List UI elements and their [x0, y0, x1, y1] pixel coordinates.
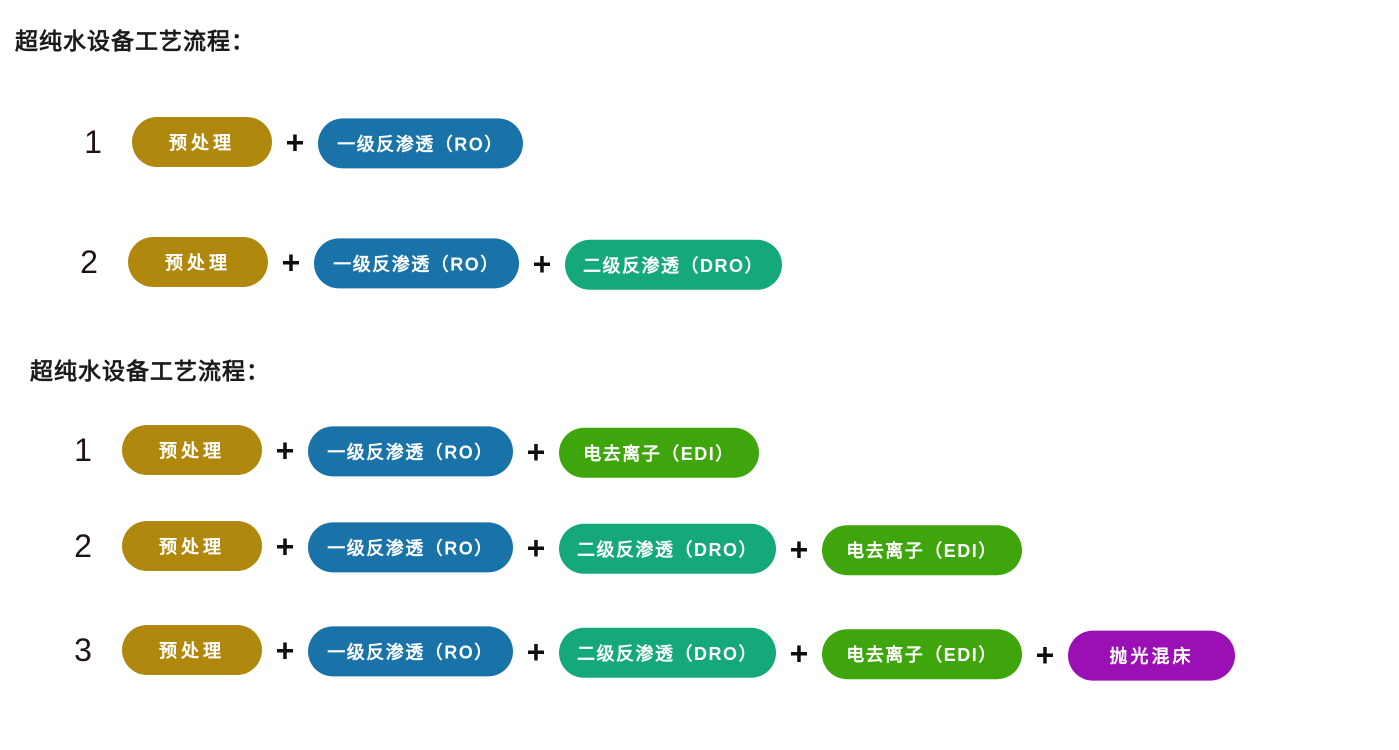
plus-operator: + [789, 635, 809, 672]
process-step-pill: 二级反渗透（DRO） [565, 239, 782, 290]
process-step-pill: 一级反渗透（RO） [308, 626, 513, 677]
section-title: 超纯水设备工艺流程： [15, 28, 255, 54]
process-step-pill: 二级反渗透（DRO） [559, 627, 776, 678]
plus-operator: + [275, 432, 295, 469]
row-number: 1 [84, 124, 102, 160]
plus-operator: + [526, 530, 546, 567]
plus-operator: + [789, 531, 809, 568]
process-step-pill: 预处理 [122, 521, 262, 571]
process-step-pill: 预处理 [122, 625, 262, 675]
process-step-pill: 电去离子（EDI） [559, 427, 759, 478]
flow-row: 1 预处理 + 一级反渗透（RO） + 电去离子（EDI） [68, 425, 771, 478]
process-step-pill: 二级反渗透（DRO） [559, 523, 776, 574]
process-step-pill: 一级反渗透（RO） [314, 238, 519, 289]
plus-operator: + [526, 434, 546, 471]
flow-row: 2 预处理 + 一级反渗透（RO） + 二级反渗透（DRO） + 电去离子（EDI） [68, 521, 1034, 576]
plus-operator: + [275, 528, 295, 565]
section-title: 超纯水设备工艺流程： [30, 358, 270, 384]
flow-row: 1 预处理 + 一级反渗透（RO） [78, 117, 535, 169]
row-number: 1 [74, 432, 92, 468]
row-number: 2 [74, 528, 92, 564]
process-step-pill: 一级反渗透（RO） [308, 426, 513, 477]
plus-operator: + [281, 244, 301, 281]
process-step-pill: 一级反渗透（RO） [308, 522, 513, 573]
process-step-pill: 预处理 [128, 237, 268, 287]
plus-operator: + [526, 634, 546, 671]
flow-row: 2 预处理 + 一级反渗透（RO） + 二级反渗透（DRO） [74, 237, 794, 290]
plus-operator: + [532, 246, 552, 283]
process-step-pill: 电去离子（EDI） [822, 525, 1022, 576]
plus-operator: + [285, 124, 305, 161]
process-step-pill: 预处理 [122, 425, 262, 475]
process-step-pill: 抛光混床 [1068, 630, 1235, 681]
plus-operator: + [275, 632, 295, 669]
process-step-pill: 一级反渗透（RO） [318, 118, 523, 169]
process-step-pill: 电去离子（EDI） [822, 629, 1022, 680]
row-number: 2 [80, 244, 98, 280]
row-number: 3 [74, 632, 92, 668]
process-step-pill: 预处理 [132, 117, 272, 167]
flow-row: 3 预处理 + 一级反渗透（RO） + 二级反渗透（DRO） + 电去离子（EDI） + 抛光混床 [68, 625, 1247, 681]
plus-operator: + [1035, 636, 1055, 673]
